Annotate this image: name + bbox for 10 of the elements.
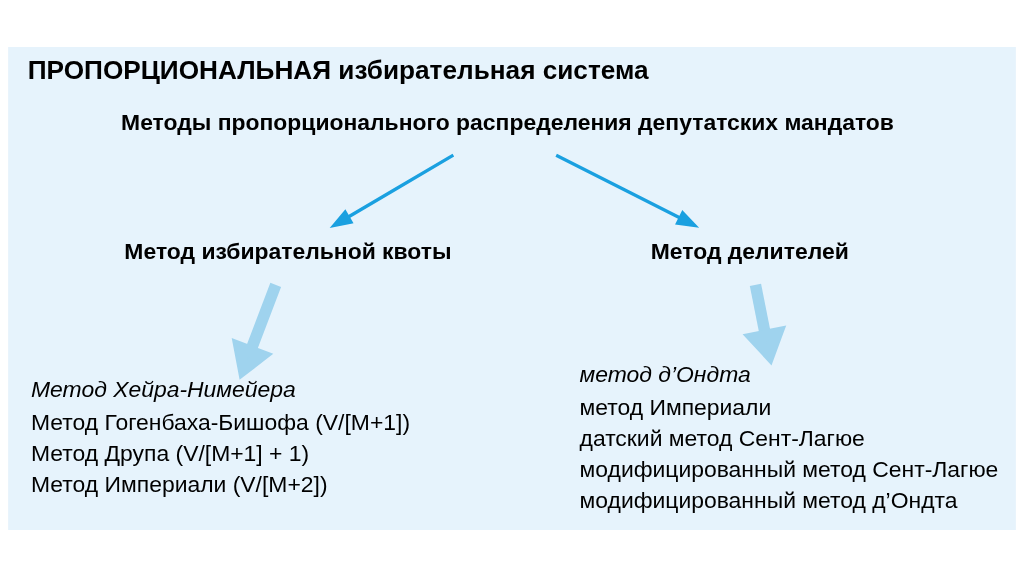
node-text: Метод делителей [650, 237, 849, 264]
arrow [329, 153, 455, 228]
arrow [742, 283, 787, 365]
node-text: Методы пропорционального распределения депутатских мандатов [121, 108, 894, 135]
arrow [231, 282, 282, 380]
diagram-title: ПРОПОРЦИОНАЛЬНАЯ избирательная система [27, 54, 649, 85]
node-text: метод д’Ондта метод Империали датский метод Сент-Лагюе модифицированный метод Сент-Лагюе модифицированный метод д’Ондта [579, 360, 999, 513]
arrow [555, 153, 700, 228]
node-text: Метод Хейра-Нимейера Метод Гогенбаха-Бишофа (V/[M+1]) Метод Друпа (V/[M+1] + 1) Метод Империали (V/[M+2]) [31, 375, 411, 497]
node-text: Метод избирательной квоты [124, 237, 452, 264]
